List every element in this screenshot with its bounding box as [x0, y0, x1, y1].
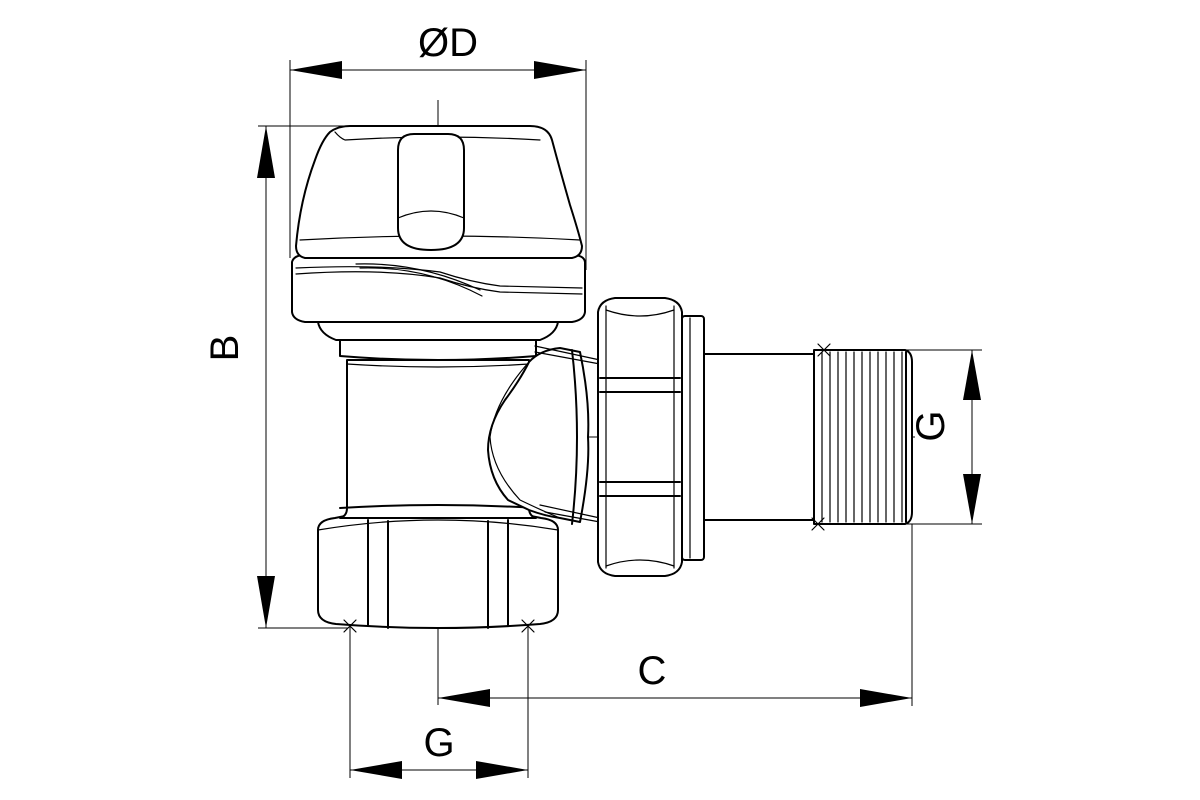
dim-arrow	[476, 761, 528, 779]
dim-label-diameter: ØD	[418, 21, 478, 65]
valve-body	[291, 125, 913, 629]
dim-thread-side: G	[906, 349, 982, 525]
cap-top	[295, 125, 583, 259]
dim-thread-bottom: G	[349, 626, 529, 779]
thread-markers	[343, 343, 831, 633]
dim-arrow	[860, 689, 912, 707]
dim-arrow	[350, 761, 402, 779]
dim-label-height: B	[203, 335, 247, 362]
tail-pipe	[703, 353, 815, 521]
threaded-end	[813, 349, 913, 525]
dim-arrow	[963, 350, 981, 400]
dim-label-thread-side: G	[909, 410, 953, 441]
bottom-hex-nut	[317, 510, 559, 629]
cap-band	[291, 254, 586, 323]
collar	[317, 321, 559, 361]
dim-arrow	[290, 61, 342, 79]
dim-label-thread-bottom: G	[423, 721, 454, 765]
side-hex-nut	[597, 297, 683, 577]
dim-arrow	[438, 689, 490, 707]
dim-label-length: C	[638, 649, 667, 693]
dim-arrow	[963, 474, 981, 524]
dim-length: C	[438, 524, 913, 707]
elbow-body	[487, 345, 601, 525]
washer-ring	[681, 315, 705, 561]
dim-diameter: ØD	[289, 21, 587, 270]
dim-arrow	[257, 126, 275, 178]
dim-height: B	[203, 125, 350, 629]
dim-arrow	[257, 576, 275, 628]
dim-arrow	[534, 61, 586, 79]
